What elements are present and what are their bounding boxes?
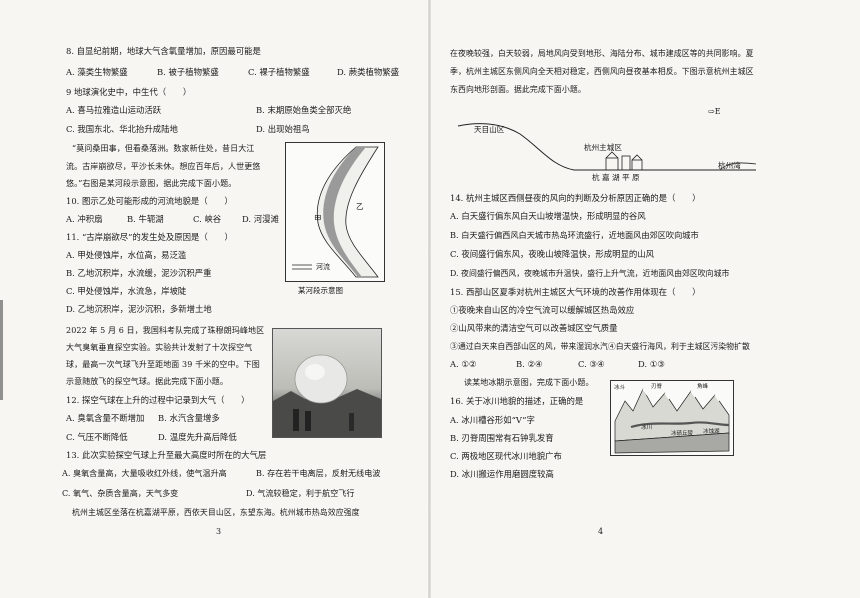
scan-edge-mark [0,300,3,400]
q10-option-d[interactable]: D. 河漫滩 [242,214,279,224]
q9-option-a[interactable]: A. 喜马拉雅造山运动活跃 [66,105,162,115]
terrain-profile-drawing [457,123,757,171]
q12-option-b[interactable]: B. 水汽含量增多 [158,413,220,423]
glacier-landform-drawing [614,388,730,454]
page-left: 8. 自显纪前期，地球大气含氧量增加，原因最可能是 A. 藻类生物繁盛 B. 被… [62,46,399,536]
passage2-line2: 大气臭氧垂直探空实验。实验共计发射了十次探空气 [66,343,253,352]
river-figure-caption: 某河段示意图 [298,286,343,295]
q8-stem: 8. 自显纪前期，地球大气含氧量增加，原因最可能是 [66,46,261,56]
east-direction-arrow: ⇨E [708,107,721,116]
q8-option-a[interactable]: A. 藻类生物繁盛 [66,67,128,77]
q14-stem: 14. 杭州主城区西侧昼夜的风向的判断及分析原因正确的是（ ） [450,193,701,203]
hangjiahu-plain-label: 杭 嘉 湖 平 原 [592,173,640,182]
q8-option-b[interactable]: B. 被子植物繁盛 [157,67,219,77]
q8-option-c[interactable]: C. 裸子植物繁盛 [248,67,310,77]
q9-option-b[interactable]: B. 末期原始鱼类全部灭绝 [256,105,352,115]
passage3-line2: 季，杭州主城区东侧风向全天相对稳定，西侧风向昼夜基本相反。下图示意杭州主城区 [450,67,754,76]
q13-option-a[interactable]: A. 臭氧含量高，大量吸收红外线，使气温升高 [62,468,227,478]
q14-option-b[interactable]: B. 白天盛行偏西风白天城市热岛环流盛行，近地面风由郊区吹向城市 [450,230,699,240]
river-segment-figure: 甲 乙 河流 [285,142,385,282]
hangzhou-bay-label: 杭州湾 [718,161,741,170]
q11-stem: 11. “古岸崩欲尽”的发生处及原因是（ ） [66,232,233,242]
q15-option-d[interactable]: D. ①③ [638,359,665,369]
glacier-landform-figure: 冰斗 刃脊 角峰 冰川 冰碛丘陵 冰蚀湖 [610,380,734,456]
q15-statement-2: ②山风带来的清洁空气可以改善城区空气质量 [450,323,618,333]
q10-option-a[interactable]: A. 冲积扇 [66,214,103,224]
q12-stem: 12. 探空气球在上升的过程中记录到大气（ ） [66,395,250,405]
hangzhou-city-label: 杭州主城区 [584,143,622,152]
q10-option-c[interactable]: C. 峡谷 [193,214,222,224]
passage2-line1: 2022 年 5 月 6 日，我国科考队完成了珠穆朗玛峰地区 [66,326,265,335]
passage1-line2: 流。古岸崩欲尽，平沙长未休。想应百年后，人世更悠 [66,162,261,171]
balloon-photo-drawing [273,354,381,437]
q15-option-c[interactable]: C. ③④ [578,359,605,369]
passage1-line1: “莫问桑田事，但看桑落洲。数家新住处，昔日大江 [72,144,255,153]
q13-stem: 13. 此次实验探空气球上升至最大高度时所在的大气层 [66,450,267,460]
glacier-label-arete: 刃脊 [651,384,663,390]
passage4: 读某地冰期示意图，完成下面小题。 [464,378,594,387]
passage3-line1: 在夜晚较强，白天较弱，局地风向受到地形、海陆分布、城市建成区等的共同影响。夏 [450,49,754,58]
glacier-label-glacier: 冰川 [641,425,653,431]
q13-option-c[interactable]: C. 氧气、杂质含量高，天气多变 [62,488,179,498]
q12-option-a[interactable]: A. 臭氧含量不断增加 [66,413,145,423]
q16-option-c[interactable]: C. 两极地区现代冰川地貌广布 [450,451,562,461]
q14-option-c[interactable]: C. 夜间盛行偏东风，夜晚山坡降温快，形成明显的山风 [450,249,655,259]
q15-option-b[interactable]: B. ②④ [516,359,543,369]
q9-option-c[interactable]: C. 我国东北、华北抬升成陆地 [66,124,178,134]
q14-option-a[interactable]: A. 白天盛行偏东风白天山坡增温快，形成明显的谷风 [450,211,646,221]
passage3-start: 杭州主城区坐落在杭嘉湖平原，西依天目山区，东望东海。杭州城市热岛效应强度 [72,508,360,517]
q15-stem: 15. 西部山区夏季对杭州主城区大气环境的改善作用体现在（ ） [450,287,701,297]
q10-stem: 10. 图示乙处可能形成的河流地貌是（ ） [66,196,233,206]
q13-option-d[interactable]: D. 气流较稳定，利于航空飞行 [246,488,355,498]
river-label-yi: 乙 [356,202,364,211]
q9-option-d[interactable]: D. 出现始祖鸟 [256,124,310,134]
balloon-photo [272,328,382,438]
q11-option-c[interactable]: C. 甲处侵蚀岸，水流急，岸坡陡 [66,286,187,296]
passage3-line3: 东西向地形剖面。据此完成下面小题。 [450,85,586,94]
page-fold [428,0,431,598]
q15-statement-3: ③通过白天来自西部山区的风，带来湿润水汽④白天盛行海风，利于主城区污染物扩散 [450,342,750,351]
q16-stem: 16. 关于冰川地貌的描述，正确的是 [450,396,584,406]
q14-option-d[interactable]: D. 夜间盛行偏西风，夜晚城市升温快，盛行上升气流，近地面风由郊区吹向城市 [450,269,730,278]
passage2-line4: 示意随放飞的探空气球。据此完成下面小题。 [66,377,228,386]
glacier-label-cirque: 冰斗 [614,385,626,391]
glacier-label-horn: 角峰 [697,384,709,390]
q15-statement-1: ①夜晚来自山区的冷空气流可以缓解城区热岛效应 [450,305,635,315]
terrain-profile-figure: ⇨E 天目山区 杭州主城区 杭 嘉 湖 平 原 杭州湾 [456,104,757,186]
river-legend-label: 河流 [316,263,330,271]
passage1-line3: 悠。”右图是某河段示意图，据此完成下面小题。 [66,179,237,188]
glacier-label-moraine: 冰碛丘陵 [671,431,694,437]
q9-stem: 9 地球演化史中，中生代（ ） [66,87,192,97]
river-label-jia: 甲 [314,214,322,223]
q11-option-a[interactable]: A. 甲处侵蚀岸，水位高，易泛滥 [66,250,187,260]
q8-option-d[interactable]: D. 蕨类植物繁盛 [337,67,399,77]
q16-option-b[interactable]: B. 刃脊周围常有石钟乳发育 [450,433,554,443]
q10-option-b[interactable]: B. 牛轭湖 [127,214,164,224]
q11-option-d[interactable]: D. 乙地沉积岸，泥沙沉积，多新增土地 [66,304,212,314]
page-number-left: 3 [216,527,222,536]
q15-option-a[interactable]: A. ①② [450,359,477,369]
q16-option-d[interactable]: D. 冰川搬运作用磨圆度较高 [450,469,554,479]
glacier-label-lake: 冰蚀湖 [703,429,720,435]
tianmu-mountain-label: 天目山区 [474,125,505,134]
q12-option-c[interactable]: C. 气压不断降低 [66,432,128,442]
page-number-right: 4 [598,527,604,536]
q12-option-d[interactable]: D. 温度先升高后降低 [158,432,237,442]
passage2-line3: 球，最高一次气球飞升至距地面 39 千米的空中。下图 [66,360,260,369]
q11-option-b[interactable]: B. 乙地沉积岸，水流缓，泥沙沉积严重 [66,268,212,278]
q13-option-b[interactable]: B. 存在若干电离层，反射无线电波 [256,468,381,478]
page-right: 在夜晚较强，白天较弱，局地风向受到地形、海陆分布、城市建成区等的共同影响。夏 季… [430,0,860,598]
q16-option-a[interactable]: A. 冰川槽谷形如“V”字 [450,415,535,425]
river-segment-drawing [292,146,379,278]
